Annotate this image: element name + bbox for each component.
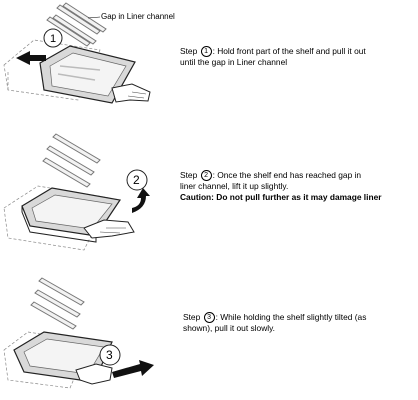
glass-shelf <box>39 45 136 104</box>
liner-channel-rails <box>30 277 85 330</box>
callout-label-2: 2 <box>133 173 140 187</box>
step-1-number: 1 <box>200 46 212 58</box>
callout-circle-1 <box>43 28 63 48</box>
liner-channel-rails <box>42 133 101 188</box>
step-2-text: Step 2: Once the shelf end has reached g… <box>180 170 382 203</box>
callout-label-3: 3 <box>106 348 113 362</box>
pull-arrow <box>16 51 46 65</box>
step-2-illustration <box>3 133 150 251</box>
step-1-text: Step 1: Hold front part of the shelf and… <box>180 46 366 68</box>
hand <box>83 219 135 239</box>
step-2-caution: Caution: Do not pull further as it may d… <box>180 192 382 203</box>
gap-leader-line <box>87 16 101 19</box>
liner-channel-rails <box>46 2 107 47</box>
step-3-line-2: shown), pull it out slowly. <box>183 323 276 334</box>
step-2-line-1: : Once the shelf end has reached gap in <box>212 170 362 180</box>
step-2-line-2: liner channel, lift it up slightly. <box>180 181 289 192</box>
step-3-number: 3 <box>203 312 215 324</box>
step-2-number: 2 <box>200 170 212 182</box>
callout-circle-2 <box>126 169 148 191</box>
step-1-line-2: until the gap in Liner channel <box>180 57 288 68</box>
lift-arrow <box>132 188 150 213</box>
gap-in-liner-channel-label: Gap in Liner channel <box>101 12 175 21</box>
step-1-line-1: : Hold front part of the shelf and pull … <box>212 46 366 56</box>
step-1-illustration <box>3 2 151 104</box>
step-3-prefix: Step <box>183 312 201 322</box>
step-2-prefix: Step <box>180 170 198 180</box>
step-3-line-1: : While holding the shelf slightly tilte… <box>215 312 367 322</box>
pull-arrow <box>112 360 154 378</box>
callout-label-1: 1 <box>50 33 57 45</box>
hand <box>111 83 151 103</box>
step-1-prefix: Step <box>180 46 198 56</box>
hand <box>75 363 113 385</box>
cabinet-dashed-outline <box>3 39 101 101</box>
step-3-illustration <box>3 277 154 389</box>
callout-circle-3 <box>99 344 121 366</box>
step-3-text: Step 3: While holding the shelf slightly… <box>183 312 366 334</box>
